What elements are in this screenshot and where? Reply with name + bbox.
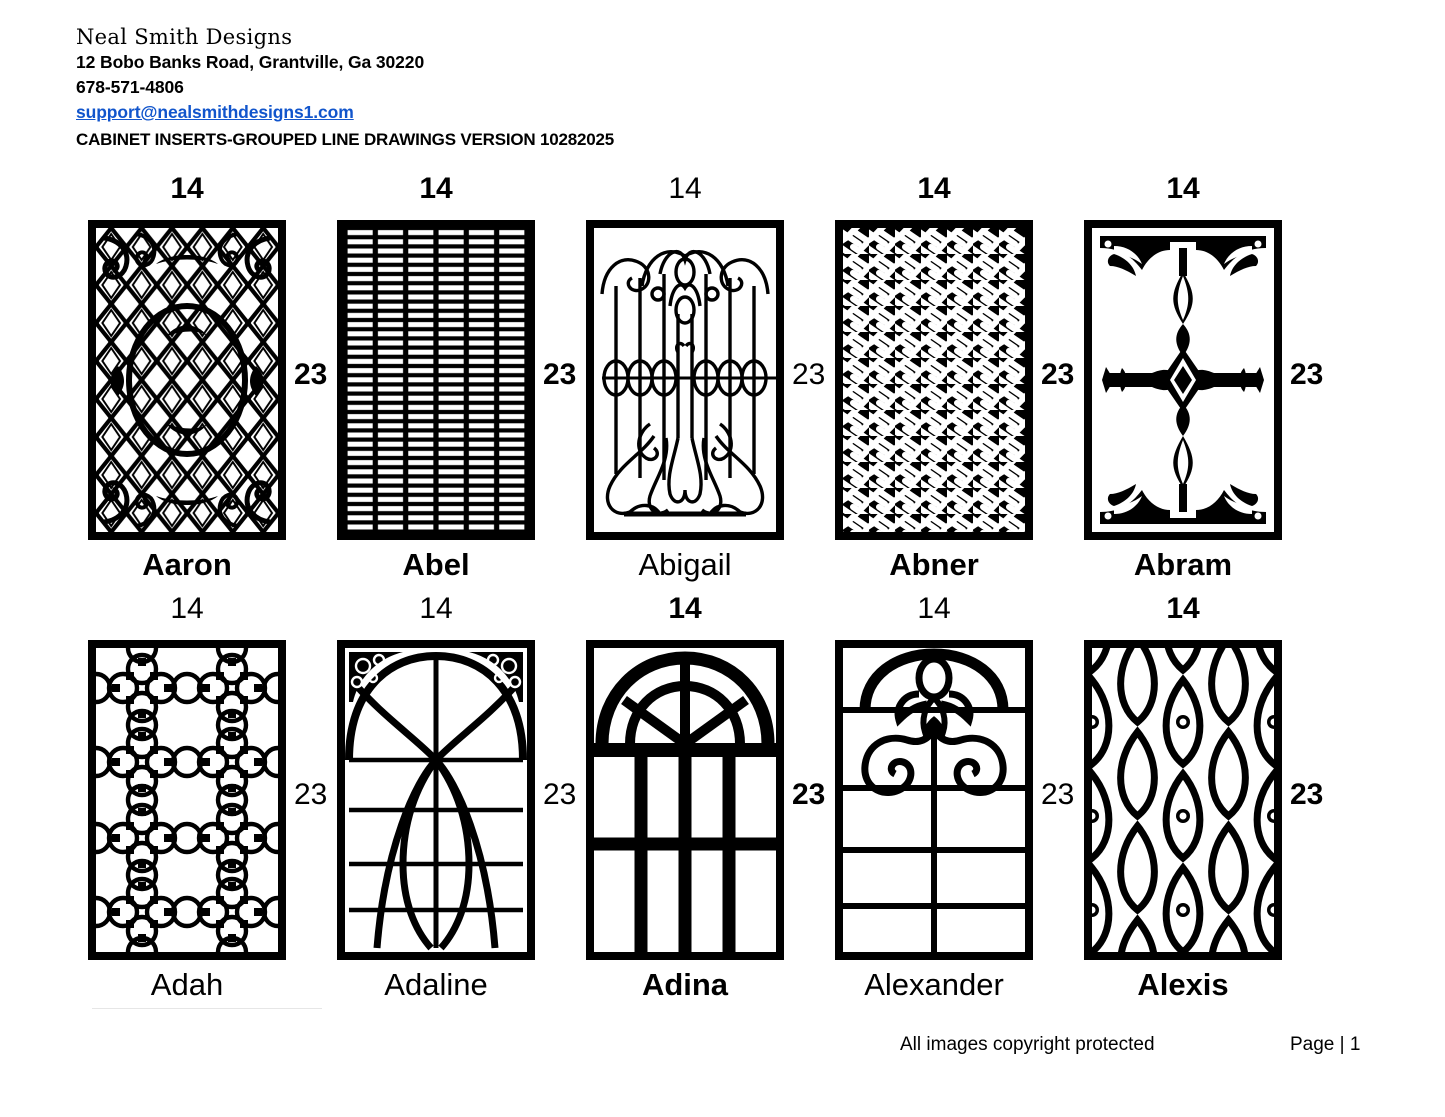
height-label: 23 — [792, 778, 826, 811]
panel-name-label: Adaline — [384, 967, 488, 1002]
basket-weave-icon — [843, 228, 1025, 532]
height-label: 23 — [1041, 358, 1075, 391]
panel-card-adaline[interactable]: 14 23 — [337, 592, 582, 1012]
company-name: Neal Smith Designs — [76, 25, 293, 49]
height-label: 23 — [294, 778, 328, 811]
height-label: 23 — [1290, 778, 1324, 811]
scroll-bars-medallion-icon — [600, 249, 776, 517]
insert-drawing-abram — [1084, 220, 1282, 540]
panel-card-abram[interactable]: 14 23 — [1084, 172, 1329, 592]
panel-name-label: Alexis — [1137, 967, 1229, 1002]
panel-name-label: Aaron — [142, 547, 232, 582]
scroll-arch-panes-icon — [843, 648, 1025, 952]
insert-drawing-adaline — [337, 640, 535, 960]
insert-drawing-adina — [586, 640, 784, 960]
insert-drawing-abel — [337, 220, 535, 540]
ornate-scroll-lattice-icon — [96, 228, 278, 532]
height-label: 23 — [294, 358, 328, 391]
arch-intersect-curves-icon — [345, 651, 527, 951]
panel-grid: 14 23 — [0, 172, 1445, 1012]
document-title: CABINET INSERTS-GROUPED LINE DRAWINGS VE… — [76, 130, 615, 149]
panel-card-adah[interactable]: 14 23 — [88, 592, 333, 1012]
divider-line — [92, 1008, 322, 1009]
width-label: 14 — [1166, 172, 1200, 205]
ogee-lens-lattice-icon — [1092, 648, 1274, 952]
width-label: 14 — [917, 592, 951, 625]
page-number: Page | 1 — [1290, 1034, 1361, 1055]
support-email-link[interactable]: support@nealsmithdesigns1.com — [76, 102, 354, 122]
company-header: Neal Smith Designs 12 Bobo Banks Road, G… — [76, 24, 614, 152]
horizontal-slot-grid-icon — [345, 228, 527, 532]
panel-card-adina[interactable]: 14 23 — [586, 592, 831, 1012]
company-phone: 678-571-4806 — [76, 77, 184, 97]
panel-card-aaron[interactable]: 14 23 — [88, 172, 333, 592]
width-label: 14 — [419, 172, 453, 205]
height-label: 23 — [1290, 358, 1324, 391]
panel-name-label: Adina — [641, 967, 729, 1002]
width-label: 14 — [1166, 592, 1200, 625]
panel-name-label: Adah — [150, 967, 224, 1002]
copyright-note: All images copyright protected — [900, 1034, 1155, 1055]
width-label: 14 — [170, 592, 204, 625]
width-label: 14 — [668, 172, 702, 205]
insert-drawing-aaron — [88, 220, 286, 540]
panel-name-label: Abram — [1133, 547, 1233, 582]
panel-card-alexander[interactable]: 14 23 — [835, 592, 1080, 1012]
insert-drawing-alexander — [835, 640, 1033, 960]
width-label: 14 — [419, 592, 453, 625]
height-label: 23 — [543, 358, 577, 391]
page-footer: All images copyright protected Page | 1 — [0, 1032, 1445, 1072]
fan-arch-panes-icon — [594, 651, 776, 952]
insert-drawing-abner — [835, 220, 1033, 540]
panel-card-abel[interactable]: 14 23 Abel — [337, 172, 582, 592]
insert-drawing-abigail — [586, 220, 784, 540]
company-address: 12 Bobo Banks Road, Grantville, Ga 30220 — [76, 52, 425, 72]
panel-row: 14 23 — [0, 172, 1445, 592]
panel-name-label: Abel — [402, 547, 470, 582]
panel-name-label: Abigail — [638, 547, 732, 582]
width-label: 14 — [917, 172, 951, 205]
panel-name-label: Alexander — [864, 967, 1004, 1002]
width-label: 14 — [668, 592, 702, 625]
height-label: 23 — [792, 358, 826, 391]
panel-card-alexis[interactable]: 14 23 — [1084, 592, 1329, 1012]
panel-row: 14 23 — [0, 592, 1445, 1012]
panel-card-abner[interactable]: 14 23 — [835, 172, 1080, 592]
quatrefoil-grid-icon — [96, 648, 278, 952]
cross-diamond-scroll-icon — [1100, 236, 1266, 524]
panel-card-abigail[interactable]: 14 23 — [586, 172, 831, 592]
height-label: 23 — [1041, 778, 1075, 811]
insert-drawing-adah — [88, 640, 286, 960]
insert-drawing-alexis — [1084, 640, 1282, 960]
width-label: 14 — [170, 172, 204, 205]
panel-name-label: Abner — [889, 547, 979, 582]
height-label: 23 — [543, 778, 577, 811]
